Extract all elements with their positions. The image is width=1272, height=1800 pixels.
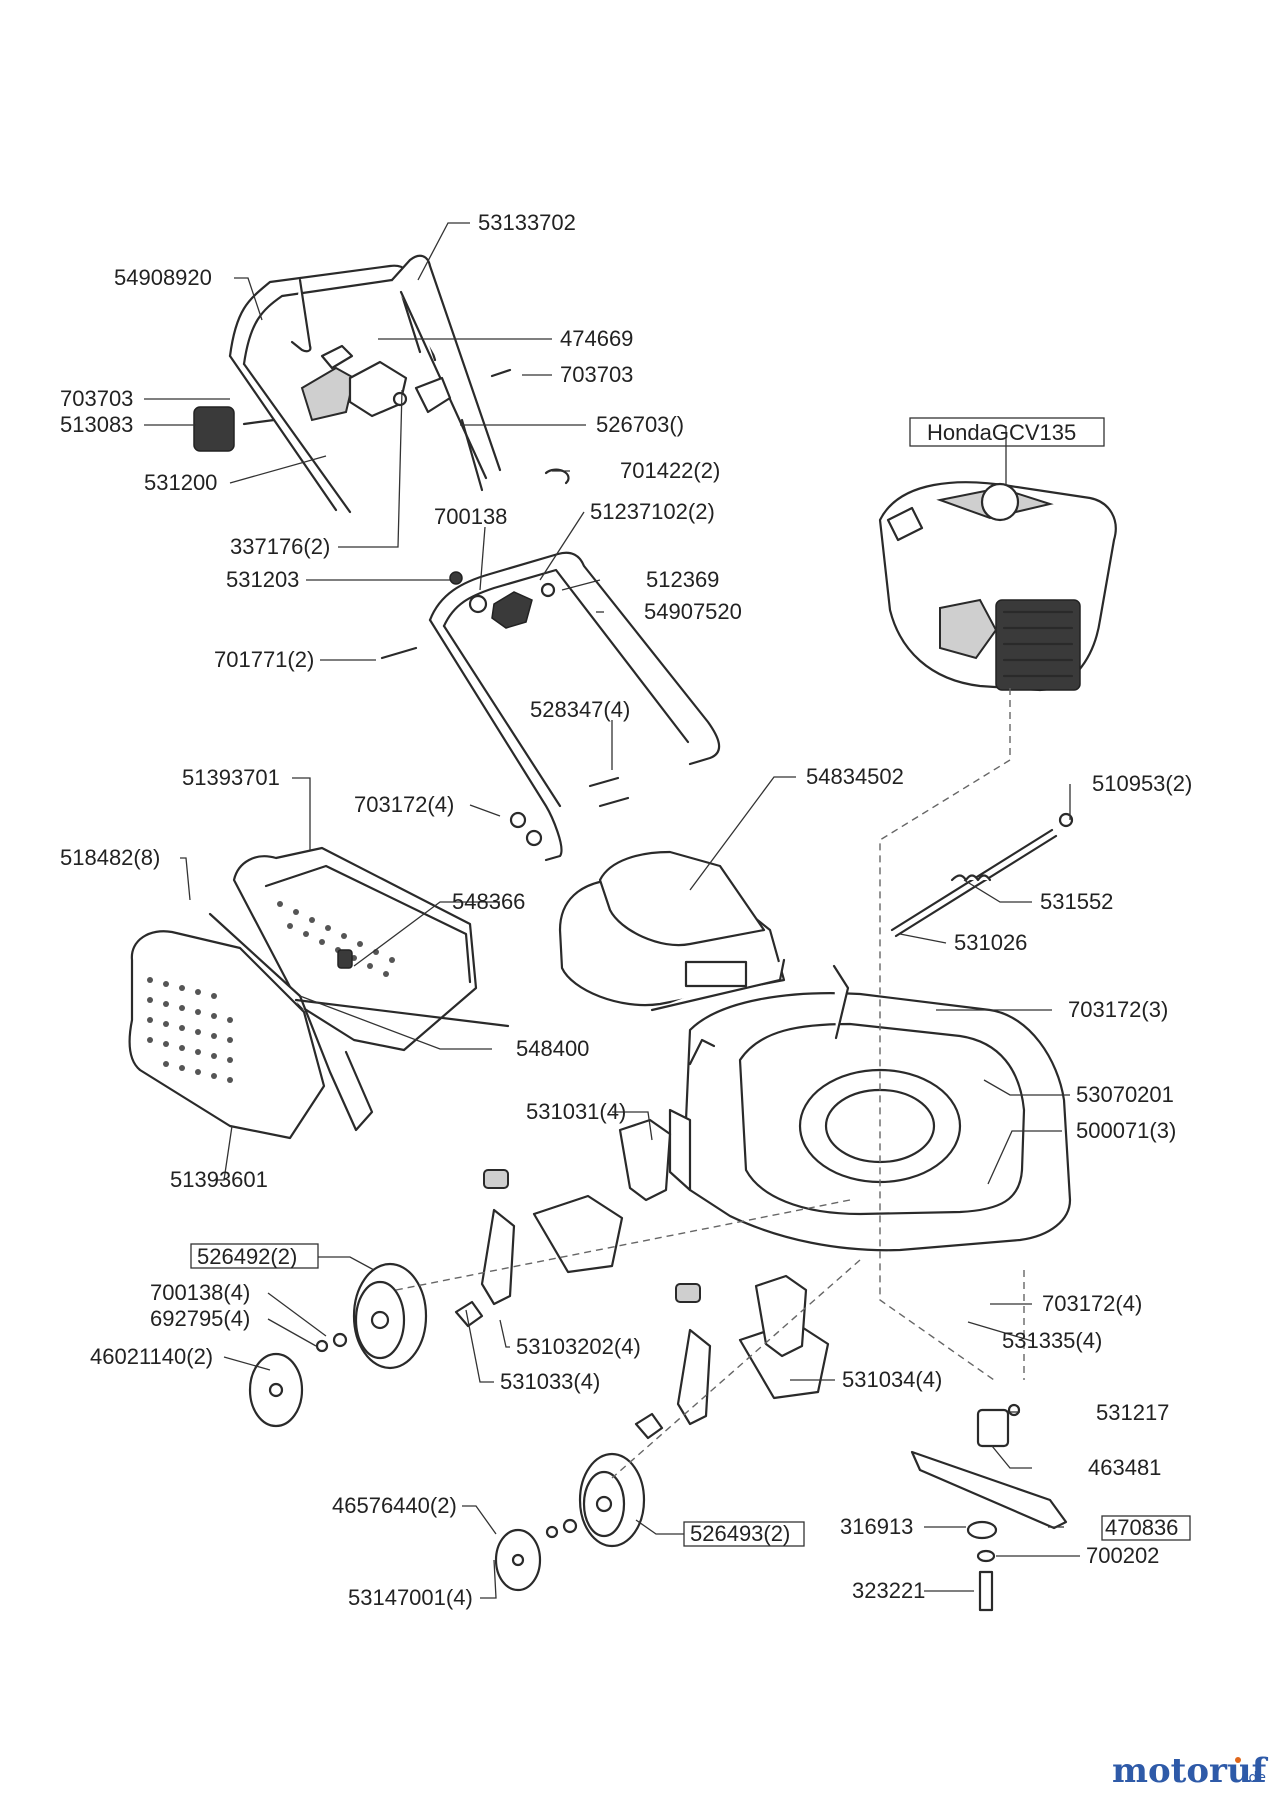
- grass-box: [128, 846, 510, 1140]
- label-spacer: 316913: [840, 1514, 913, 1539]
- wheel-front-label-box: [190, 1243, 319, 1269]
- blade-label-box: [1101, 1515, 1191, 1541]
- label-screw-left: 703703: [60, 386, 133, 411]
- leader-lines: [144, 222, 1080, 1599]
- label-handle-upper: 54908920: [114, 265, 212, 290]
- label-screw-cap: 53147001(4): [348, 1585, 473, 1610]
- axle-assembly: [890, 812, 1074, 938]
- engine-label-box: [909, 417, 1105, 447]
- guard-flap: [558, 850, 786, 1012]
- label-rod: 548400: [516, 1036, 589, 1061]
- label-top-bar: 53133702: [478, 210, 576, 235]
- label-bracket: 526703(): [596, 412, 684, 437]
- rear-wheel: [494, 1452, 646, 1592]
- wheel-rear-label-box: [683, 1521, 805, 1547]
- label-guard-flap: 54834502: [806, 764, 904, 789]
- label-screw-pair: 337176(2): [230, 534, 330, 559]
- label-bolt-wheel: 531033(4): [500, 1369, 600, 1394]
- label-clip-ring: 701422(2): [620, 458, 720, 483]
- engine: [878, 481, 1117, 692]
- label-screws-bottom: 528347(4): [530, 697, 630, 722]
- watermark-suffix: .de: [1244, 1770, 1266, 1786]
- label-hubcap-front: 46021140(2): [90, 1344, 213, 1369]
- label-bolt-handle: 701771(2): [214, 647, 314, 672]
- label-nuts-handle: 703172(4): [354, 792, 454, 817]
- watermark-dot-icon: [1235, 1757, 1241, 1763]
- label-grass-box-bottom: 51393601: [170, 1167, 268, 1192]
- label-spring: 531552: [1040, 889, 1113, 914]
- label-hubcap-rear: 46576440(2): [332, 1493, 457, 1518]
- label-deck: 53070201: [1076, 1082, 1174, 1107]
- label-wheel-front: 526492(2): [197, 1244, 297, 1269]
- label-axle: 531026: [954, 930, 1027, 955]
- label-rope-guide: 531203: [226, 567, 299, 592]
- label-washer-rear: 531335(4): [1002, 1328, 1102, 1353]
- label-knob: 51237102(2): [590, 499, 715, 524]
- label-washer-axle: 510953(2): [1092, 771, 1192, 796]
- label-rivets: 518482(8): [60, 845, 160, 870]
- handle-controls: [193, 360, 570, 492]
- label-cam: 512369: [646, 567, 719, 592]
- lower-handle: [380, 551, 721, 862]
- front-wheel: [248, 1262, 428, 1428]
- label-bracket-front: 53103202(4): [516, 1334, 641, 1359]
- label-ring-wheel: 692795(4): [150, 1306, 250, 1331]
- label-blade-bolt: 323221: [852, 1578, 925, 1603]
- mower-deck: [668, 964, 1072, 1252]
- alignment-lines: [395, 688, 1025, 1479]
- label-bar-spring: 548366: [452, 889, 525, 914]
- label-washer-top: 700138: [434, 504, 507, 529]
- upper-handle: [228, 254, 502, 514]
- label-lever: 531200: [144, 470, 217, 495]
- label-blade: 470836: [1105, 1515, 1178, 1540]
- label-deck-bolts: 500071(3): [1076, 1118, 1176, 1143]
- label-blade-adapter: 463481: [1088, 1455, 1161, 1480]
- label-washer-wheel: 700138(4): [150, 1280, 250, 1305]
- height-brackets: [454, 1118, 830, 1440]
- label-grass-box-top: 51393701: [182, 765, 280, 790]
- watermark-text: motoruf: [1112, 1751, 1269, 1791]
- label-height-plate: 531031(4): [526, 1099, 626, 1124]
- label-engine: HondaGCV135: [927, 420, 1076, 445]
- label-screw-top: 703703: [560, 362, 633, 387]
- part-labels: 53133702 54908920 474669 703703 703703 5…: [60, 210, 1192, 1610]
- label-key: 531217: [1096, 1400, 1169, 1425]
- label-bracket-rear: 531034(4): [842, 1367, 942, 1392]
- blade-assembly: [910, 1403, 1068, 1612]
- watermark-logo: motoruf .de: [1112, 1751, 1269, 1791]
- label-switch-box: 513083: [60, 412, 133, 437]
- label-wheel-rear: 526493(2): [690, 1521, 790, 1546]
- label-nut-rear: 703172(4): [1042, 1291, 1142, 1316]
- label-lock-washer: 700202: [1086, 1543, 1159, 1568]
- label-nut-deck: 703172(3): [1068, 997, 1168, 1022]
- label-handle-lower: 54907520: [644, 599, 742, 624]
- label-cable: 474669: [560, 326, 633, 351]
